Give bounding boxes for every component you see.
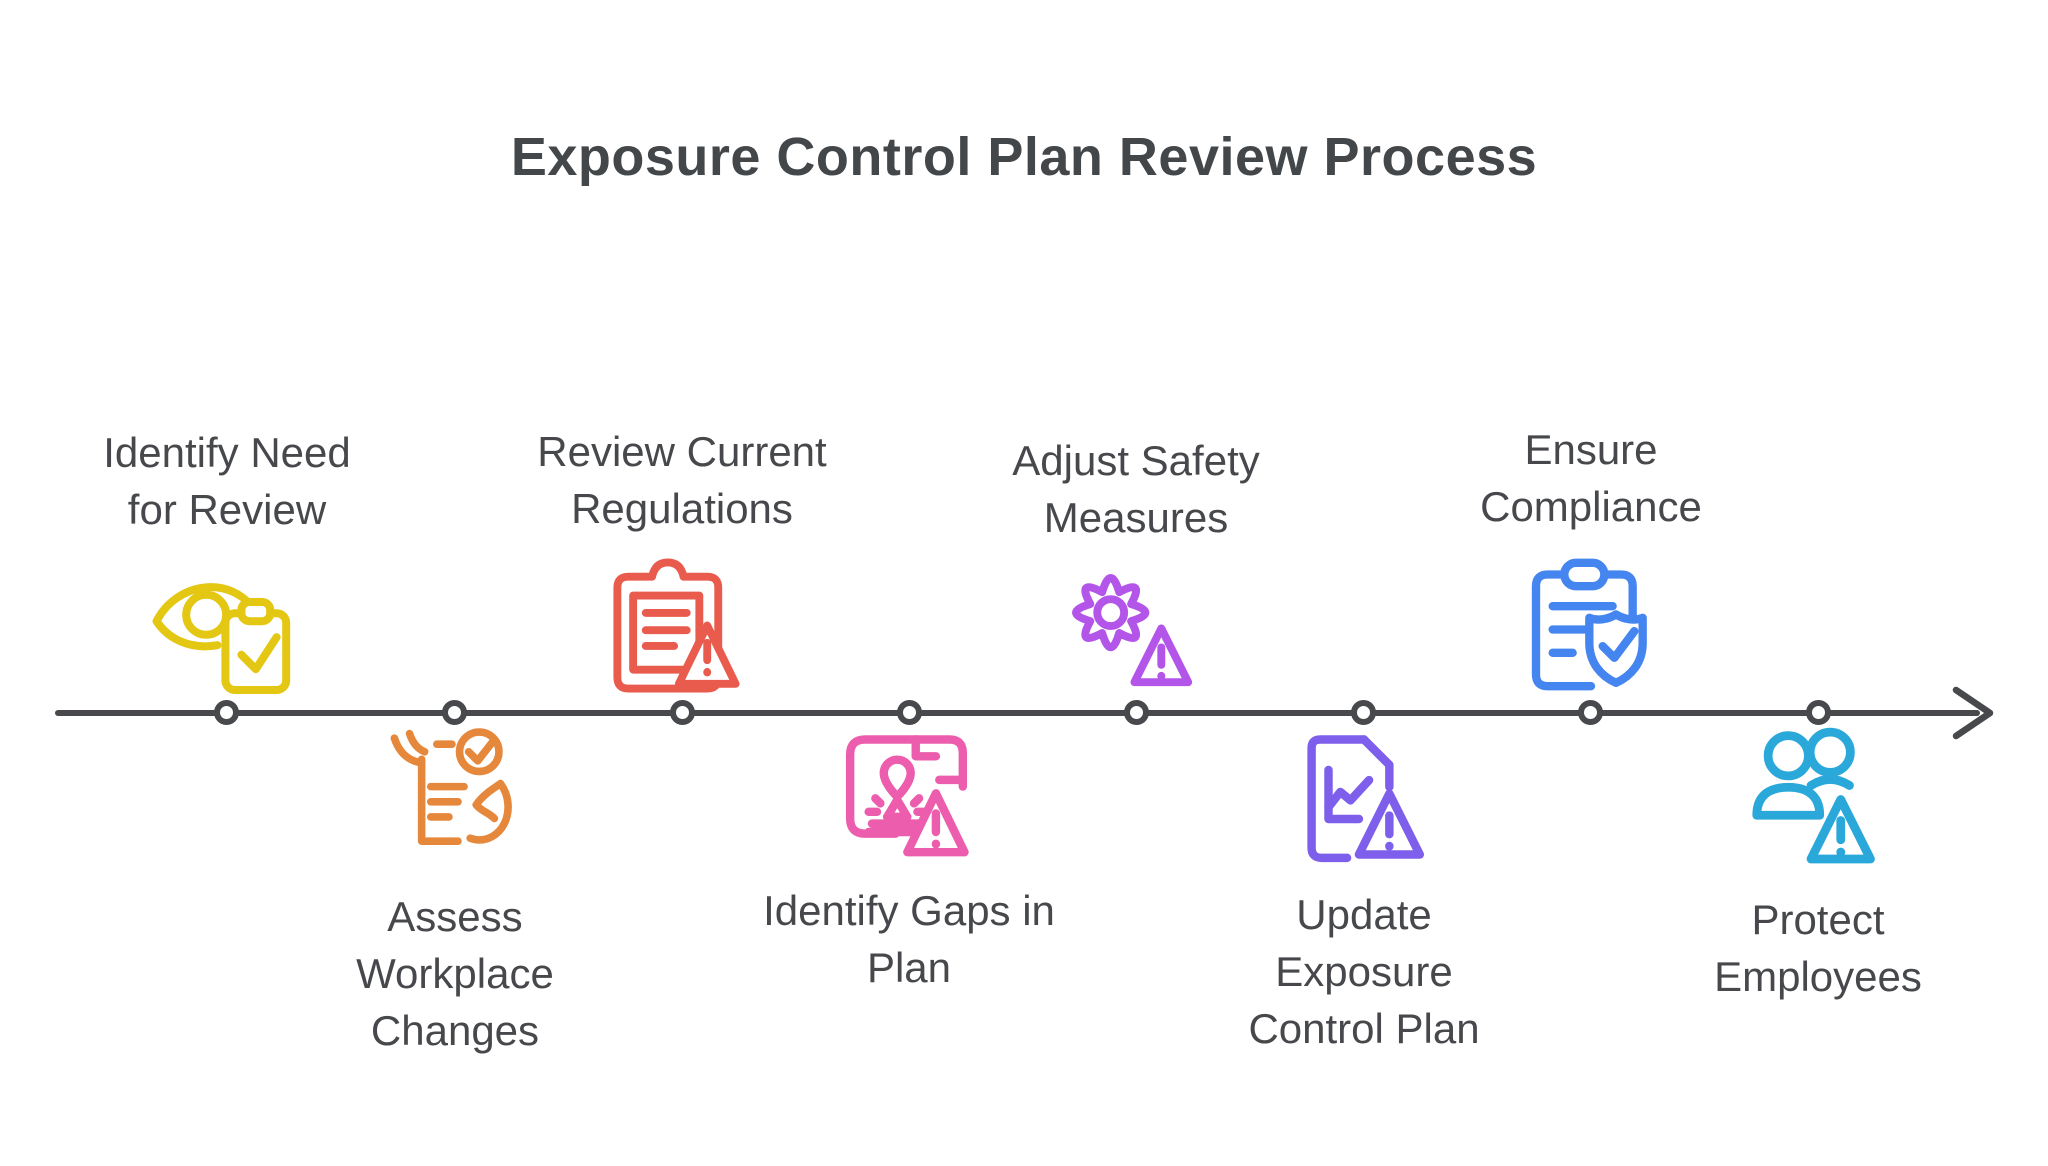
hands-document-check-icon [379, 726, 531, 870]
people-warning-icon [1748, 726, 1888, 873]
printer-warning-icon [835, 726, 983, 864]
timeline-node [1124, 700, 1149, 725]
step-ensure-compliance: Ensure Compliance [1371, 424, 1811, 698]
timeline-node [1806, 700, 1831, 725]
step-identify-need-for-review: Identify Need for Review [7, 424, 447, 698]
clipboard-warning-icon [603, 553, 761, 698]
step-label: Adjust Safety Measures [1012, 437, 1260, 541]
step-review-current-regulations: Review Current Regulations [462, 424, 902, 698]
timeline-node [1351, 700, 1376, 725]
timeline-node [1578, 700, 1603, 725]
page-title: Exposure Control Plan Review Process [510, 127, 1538, 187]
step-adjust-safety-measures: Adjust Safety Measures [916, 424, 1356, 698]
step-label: Assess Workplace Changes [356, 893, 554, 1054]
step-protect-employees: Protect Employees [1598, 726, 2038, 1005]
step-label: Identify Need for Review [103, 429, 351, 533]
chart-document-warning-icon [1293, 726, 1435, 868]
step-identify-gaps-in-plan: Identify Gaps in Plan [689, 726, 1129, 996]
step-label: Identify Gaps in Plan [763, 887, 1055, 991]
step-assess-workplace-changes: Assess Workplace Changes [235, 726, 675, 1059]
clipboard-shield-check-icon [1521, 551, 1661, 698]
step-label: Ensure Compliance [1480, 426, 1702, 530]
timeline-line [55, 710, 1980, 716]
timeline-arrowhead-icon [1952, 686, 1994, 740]
step-label: Update Exposure Control Plan [1248, 891, 1480, 1052]
step-label: Protect Employees [1714, 896, 1922, 1000]
timeline-node [442, 700, 467, 725]
timeline-node [214, 700, 239, 725]
eye-clipboard-check-icon [147, 554, 307, 698]
timeline-node [670, 700, 695, 725]
step-label: Review Current Regulations [537, 428, 827, 532]
step-update-exposure-control-plan: Update Exposure Control Plan [1144, 726, 1584, 1057]
gear-warning-icon [1060, 562, 1212, 698]
timeline-node [897, 700, 922, 725]
